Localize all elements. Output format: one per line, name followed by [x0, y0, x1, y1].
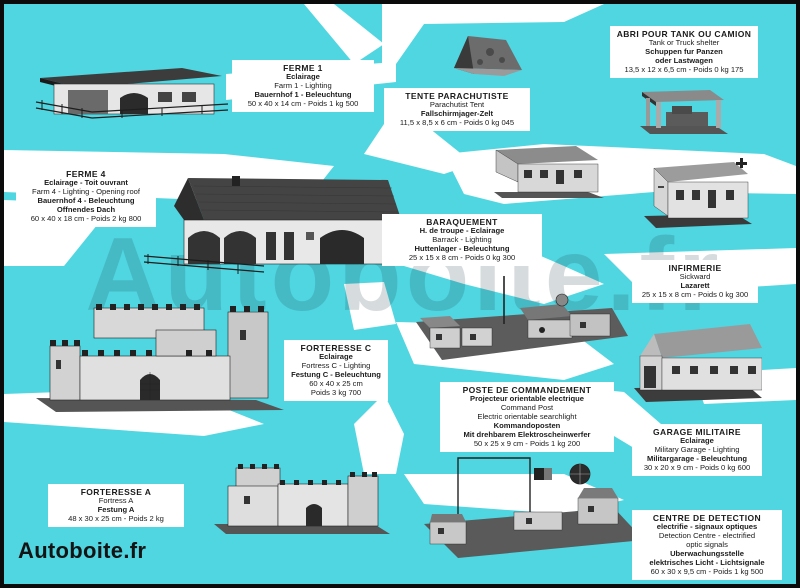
label-german: Lazarett [680, 280, 710, 290]
label-dimensions: 50 x 40 x 14 cm - Poids 1 kg 500 [247, 98, 359, 108]
garage-model [634, 324, 762, 402]
centre-model [424, 457, 644, 558]
label-subtitle: Eclairage [680, 436, 714, 446]
label-german: Bauernhof 4 - Beleuchtung [37, 195, 135, 205]
label-german: Festung C - Beleuchtung [291, 369, 381, 379]
label-subtitle: electrifie - signaux optiques [656, 522, 758, 532]
label-title: FERME 4 [66, 169, 106, 179]
label-dimensions: 11,5 x 8,5 x 6 cm - Poids 0 kg 045 [399, 117, 515, 127]
infirmerie-model [644, 158, 752, 228]
label-subtitle: Projecteur orientable electrique [470, 394, 584, 404]
label-ferme-4: FERME 4 Eclairage - Toit ouvrant Farm 4 … [16, 166, 156, 227]
label-dimensions: 25 x 15 x 8 cm - Poids 0 kg 300 [408, 252, 516, 262]
ferme-1-model [35, 68, 228, 119]
label-subtitle: Eclairage [286, 72, 320, 82]
label-english: Sickward [679, 272, 711, 282]
label-title: ABRI POUR TANK OU CAMION [616, 29, 752, 39]
label-subtitle: Eclairage [319, 352, 353, 362]
label-dimensions: 50 x 25 x 9 cm - Poids 1 kg 200 [473, 438, 581, 448]
label-dimensions: 25 x 15 x 8 cm - Poids 0 kg 300 [641, 289, 749, 299]
label-english-2: optic signals [686, 539, 728, 549]
label-abri: ABRI POUR TANK OU CAMION Tank or Truck s… [610, 26, 758, 78]
label-title: FERME 1 [283, 63, 323, 73]
label-english: Fortress A [98, 496, 134, 506]
label-title: TENTE PARACHUTISTE [405, 91, 509, 101]
label-dimensions: 60 x 40 x 25 cm [309, 378, 363, 388]
label-dimensions: 13,5 x 12 x 6,5 cm - Poids 0 kg 175 [624, 64, 744, 74]
label-german: Kommandoposten [493, 420, 561, 430]
tente-model [454, 36, 522, 76]
label-title: BARAQUEMENT [426, 217, 498, 227]
label-forteresse-a: FORTERESSE A Fortress A Festung A 48 x 3… [48, 484, 184, 527]
label-english: Detection Centre - electrified [658, 530, 756, 540]
label-dimensions: 60 x 30 x 9,5 cm - Poids 1 kg 500 [650, 566, 764, 576]
ferme-4-model [144, 176, 403, 274]
baraquement-model [494, 146, 604, 198]
label-garage: GARAGE MILITAIRE Eclairage Military Gara… [632, 424, 762, 476]
label-english: Fortress C - Lighting [301, 360, 371, 370]
brand-logo-text: Autoboite.fr [18, 538, 147, 563]
label-tente: TENTE PARACHUTISTE Parachutist Tent Fall… [384, 88, 530, 131]
label-weight: Poids 3 kg 700 [310, 387, 362, 397]
label-subtitle: H. de troupe - Eclairage [419, 226, 505, 236]
label-title: CENTRE DE DETECTION [652, 513, 762, 523]
background-paths [4, 4, 796, 514]
label-title: GARAGE MILITAIRE [653, 427, 741, 437]
label-english-2: Electric orientable searchlight [477, 411, 577, 421]
forteresse-a-model [214, 464, 390, 534]
label-poste: POSTE DE COMMANDEMENT Projecteur orienta… [440, 382, 614, 452]
label-forteresse-c: FORTERESSE C Eclairage Fortress C - Ligh… [284, 340, 388, 401]
label-dimensions: 48 x 30 x 25 cm - Poids 2 kg [68, 513, 164, 523]
label-baraquement: BARAQUEMENT H. de troupe - Eclairage Bar… [382, 214, 542, 266]
label-german: Militargarage - Beleuchtung [647, 453, 747, 463]
label-german: Schuppen fur Panzen [645, 46, 723, 56]
label-centre: CENTRE DE DETECTION electrifie - signaux… [632, 510, 782, 580]
label-german: Bauernhof 1 - Beleuchtung [254, 89, 352, 99]
label-german: Uberwachungsstelle [670, 548, 744, 558]
catalog-page: Autoboite.fr [4, 4, 796, 584]
label-english: Command Post [500, 402, 554, 412]
label-dimensions: 60 x 40 x 18 cm - Poids 2 kg 800 [30, 213, 142, 223]
label-subtitle: Eclairage - Toit ouvrant [44, 178, 128, 188]
label-german-2: oder Lastwagen [655, 55, 713, 65]
poste-model [416, 276, 628, 360]
label-german-2: Mit drehbarem Elektroscheinwerfer [463, 429, 591, 439]
label-title: POSTE DE COMMANDEMENT [462, 385, 592, 395]
label-title: INFIRMERIE [668, 263, 722, 273]
forteresse-c-model [36, 304, 284, 412]
label-english: Farm 1 - Lighting [274, 80, 332, 90]
label-english: Military Garage - Lighting [654, 444, 740, 454]
label-title: FORTERESSE C [300, 343, 372, 353]
label-english: Tank or Truck shelter [648, 38, 720, 48]
label-title: FORTERESSE A [80, 487, 152, 497]
abri-model [640, 90, 728, 134]
label-german-2: elektrisches Licht - Lichtsignale [649, 557, 765, 567]
label-ferme-1: FERME 1 Eclairage Farm 1 - Lighting Baue… [232, 60, 374, 112]
label-infirmerie: INFIRMERIE Sickward Lazarett 25 x 15 x 8… [632, 260, 758, 303]
label-german: Huttenlager - Beleuchtung [414, 243, 510, 253]
label-german-2: Offnendes Dach [56, 204, 116, 214]
label-german: Festung A [97, 504, 135, 514]
label-english: Farm 4 - Lighting - Opening roof [31, 186, 141, 196]
label-german: Fallschirmjager-Zelt [420, 108, 494, 118]
label-english: Barrack - Lighting [432, 234, 492, 244]
label-dimensions: 30 x 20 x 9 cm - Poids 0 kg 600 [643, 462, 751, 472]
label-english: Parachutist Tent [429, 100, 485, 110]
